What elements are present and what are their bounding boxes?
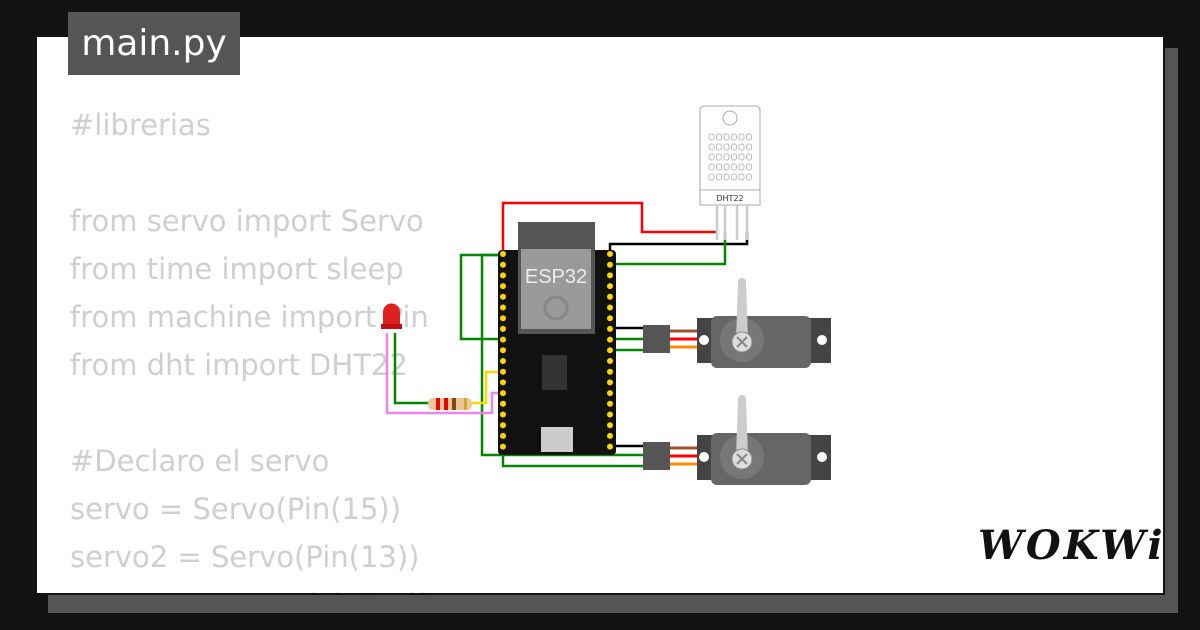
- wire-led-pink: [385, 333, 503, 415]
- code-line: from servo import Servo: [70, 204, 424, 238]
- pin[interactable]: [500, 261, 506, 268]
- pin[interactable]: [607, 272, 613, 279]
- pin[interactable]: [607, 261, 613, 268]
- pin[interactable]: [607, 411, 613, 418]
- pin[interactable]: [607, 422, 613, 429]
- vent-hole: [708, 133, 715, 141]
- vent-hole: [716, 173, 722, 181]
- pin[interactable]: [607, 390, 613, 397]
- led[interactable]: [381, 303, 402, 330]
- pin[interactable]: [607, 347, 613, 354]
- vent-hole: [716, 143, 722, 151]
- wire-data-dht: [610, 232, 727, 266]
- vent-hole: [723, 163, 730, 171]
- vent-hole: [723, 153, 730, 161]
- pin[interactable]: [607, 325, 613, 332]
- vent-hole: [723, 143, 730, 151]
- pin[interactable]: [500, 325, 506, 332]
- pin[interactable]: [500, 432, 506, 439]
- pin[interactable]: [500, 422, 506, 429]
- pin[interactable]: [500, 336, 506, 343]
- sensor-label: DHT22: [716, 194, 743, 203]
- pin[interactable]: [607, 368, 613, 375]
- wire-vcc: [501, 201, 717, 253]
- pin[interactable]: [500, 272, 506, 279]
- vent-hole: [708, 173, 715, 181]
- vent-hole: [738, 153, 745, 161]
- code-line: DHT22(Pin(22)): [70, 581, 431, 593]
- vent-hole: [746, 153, 752, 161]
- wire-gnd-dht: [608, 232, 749, 253]
- pin[interactable]: [500, 283, 506, 290]
- pin[interactable]: [607, 443, 613, 450]
- pin[interactable]: [500, 315, 506, 322]
- code-line: servo2 = Servo(Pin(13)): [70, 540, 420, 574]
- pin[interactable]: [500, 443, 506, 450]
- file-tab[interactable]: main.py: [68, 12, 240, 75]
- vent-hole: [746, 143, 752, 151]
- pin[interactable]: [500, 400, 506, 407]
- pin[interactable]: [500, 304, 506, 311]
- code-line: #Declaro el servo: [70, 444, 330, 478]
- pin[interactable]: [607, 336, 613, 343]
- vent-hole: [723, 133, 730, 141]
- dht22-sensor[interactable]: DHT22: [699, 105, 761, 240]
- vent-hole: [708, 143, 715, 151]
- code-line: servo = Servo(Pin(15)): [70, 492, 402, 526]
- vent-hole: [708, 153, 715, 161]
- vent-hole: [731, 153, 737, 161]
- pin[interactable]: [607, 379, 613, 386]
- pin[interactable]: [607, 400, 613, 407]
- vent-hole: [708, 163, 715, 171]
- pin[interactable]: [500, 411, 506, 418]
- pin[interactable]: [607, 304, 613, 311]
- pin[interactable]: [500, 293, 506, 300]
- vent-hole: [738, 173, 745, 181]
- pin[interactable]: [607, 293, 613, 300]
- pin[interactable]: [500, 358, 506, 364]
- code-line: from dht import DHT22: [70, 348, 408, 382]
- pin[interactable]: [500, 251, 506, 257]
- code-line: #librerias: [70, 108, 211, 142]
- vent-hole: [738, 143, 745, 151]
- resistor[interactable]: [428, 398, 472, 410]
- vent-hole: [746, 133, 752, 141]
- pin[interactable]: [607, 315, 613, 322]
- pin[interactable]: [500, 390, 506, 397]
- wire-led: [393, 333, 430, 405]
- vent-hole: [738, 133, 745, 141]
- pin[interactable]: [607, 251, 613, 257]
- esp32-board[interactable]: ESP32: [498, 222, 616, 455]
- wokwi-logo: WOKWi: [978, 522, 1166, 569]
- vent-hole: [731, 133, 737, 141]
- board-pins: [500, 251, 613, 450]
- vent-hole: [716, 133, 722, 141]
- pin[interactable]: [500, 347, 506, 354]
- servo-2[interactable]: [643, 395, 831, 485]
- vent-hole: [731, 143, 737, 151]
- vent-hole: [723, 173, 730, 181]
- vent-hole: [738, 163, 745, 171]
- servo-1[interactable]: [643, 278, 831, 368]
- wire-resistor: [470, 370, 503, 405]
- pin[interactable]: [607, 358, 613, 364]
- code-preview: #librerias from servo import Servo from ti…: [70, 101, 431, 593]
- code-line: from time import sleep: [70, 252, 404, 286]
- vent-hole: [746, 163, 752, 171]
- pin[interactable]: [607, 432, 613, 439]
- board-label: ESP32: [525, 266, 587, 288]
- vent-hole: [731, 163, 737, 171]
- pin[interactable]: [500, 379, 506, 386]
- vent-hole: [746, 173, 752, 181]
- pin[interactable]: [607, 283, 613, 290]
- pin[interactable]: [500, 368, 506, 375]
- vent-hole: [716, 153, 722, 161]
- vent-hole: [716, 163, 722, 171]
- code-line: from machine import Pin: [70, 300, 429, 334]
- vent-hole: [731, 173, 737, 181]
